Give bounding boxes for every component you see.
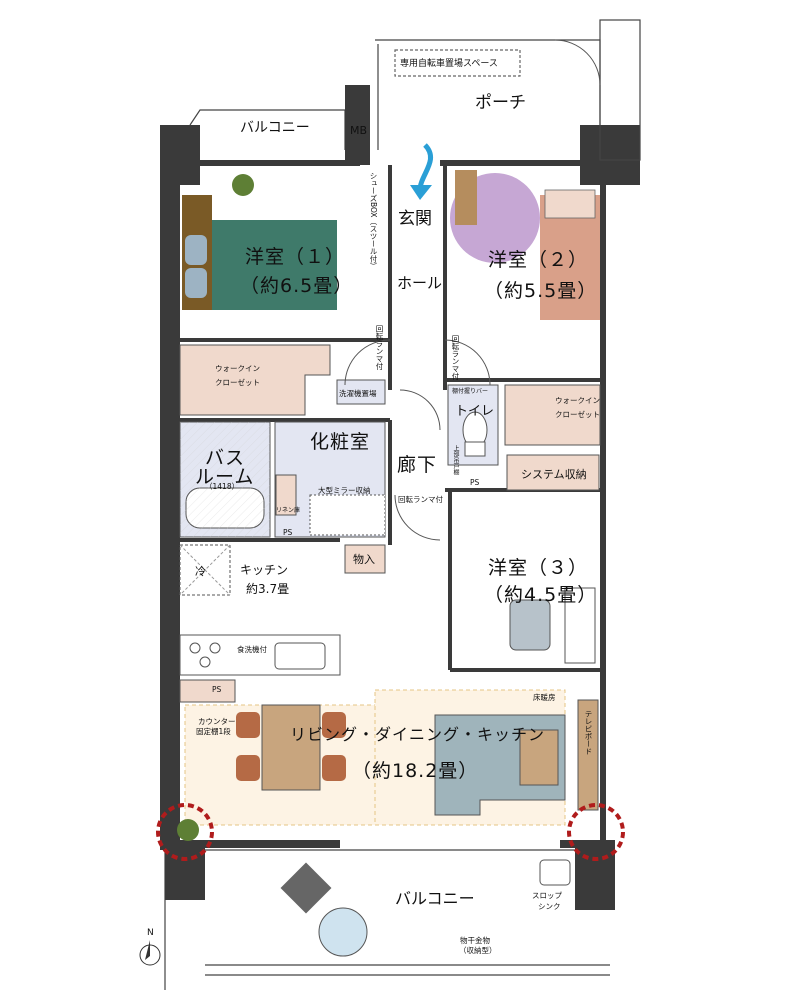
outer-walls [160, 19, 641, 910]
toilet-cab-label: 上部吊戸棚 [452, 445, 459, 475]
shoes-box-label: シューズBOX（スツール付） [369, 172, 378, 271]
tv-cab-label: テレビボード [584, 710, 593, 755]
ps1-label: PS [283, 528, 293, 537]
room1-size: （約6.5畳） [240, 275, 354, 297]
room3-desk [509, 587, 596, 664]
ps3-label: PS [212, 685, 222, 694]
wic2-label-b: クローゼット [555, 410, 600, 419]
tv-board [577, 699, 599, 811]
kitchen-label-a: キッチン [240, 563, 289, 577]
north-label: N [147, 928, 154, 938]
kitchen [179, 544, 341, 703]
slop-label-a: スロップ [532, 891, 562, 900]
wic1 [179, 344, 331, 416]
room2-furniture [450, 170, 600, 320]
hall-label: ホール [397, 274, 443, 292]
toilet-note: 棚付握りバー [452, 388, 489, 395]
bath-room [179, 421, 271, 538]
lamp1-label: 回転ランマ付 [375, 325, 384, 370]
entrance-arrow [410, 143, 434, 200]
balcony-top-label: バルコニー [240, 120, 310, 136]
corridor-label: 廊下 [397, 454, 438, 476]
north-arrow-icon [139, 940, 161, 966]
wic2-label-a: ウォークイン [555, 396, 600, 405]
mirror-label: 大型ミラー収納 [318, 486, 371, 495]
room2-name: 洋室（２） [488, 249, 589, 271]
vanity-label: 化粧室 [310, 431, 371, 453]
porch-label: ポーチ [475, 93, 526, 113]
ldk-name: リビング・ダイニング・キッチン [290, 725, 546, 744]
counter-label-b: 固定棚1段 [196, 727, 231, 736]
system-label: システム収納 [521, 468, 587, 481]
counter-label-a: カウンター [198, 717, 236, 726]
highlight-circles [156, 803, 625, 861]
hanger-label-b: （収納型） [459, 946, 497, 955]
vanity-room [274, 421, 386, 538]
fridge-label: 冷 [195, 565, 206, 578]
interior-walls [180, 165, 600, 672]
kitchen-label-b: 約3.7畳 [246, 582, 290, 596]
system-storage [506, 454, 600, 491]
balcony-bottom-label: バルコニー [395, 889, 475, 908]
bath-label-b: ルーム [195, 466, 255, 488]
slop-label-b: シンク [538, 902, 561, 911]
room3-name: 洋室（３） [488, 557, 589, 579]
bicycle-label: 専用自転車置場スペース [400, 59, 498, 69]
linen-label: リネン庫 [276, 507, 301, 514]
floor-heat-label: 床暖房 [533, 693, 556, 702]
toilet-label: トイレ [455, 404, 495, 419]
bath-label-a: バス [205, 447, 246, 469]
plant-top [232, 174, 254, 196]
balcony-furniture [280, 859, 571, 957]
room1-name: 洋室（１） [245, 246, 346, 268]
dishwasher-label: 食洗機付 [237, 645, 267, 654]
laundry-label: 洗濯機置場 [339, 389, 377, 398]
wic1-label-b: クローゼット [215, 378, 260, 387]
lamp2-label: 回転ランマ付 [451, 335, 460, 380]
room1-bed [182, 195, 337, 310]
mb-label: MB [350, 124, 368, 137]
wic2 [504, 384, 601, 446]
ps2-label: PS [470, 478, 480, 487]
door-swings [344, 39, 601, 541]
hanger-label-a: 物干金物 [460, 936, 490, 945]
genkan-label: 玄関 [398, 209, 432, 229]
storage-mono [344, 544, 386, 574]
room3-size: （約4.5畳） [484, 584, 598, 606]
wic1-label-a: ウォークイン [215, 364, 260, 373]
ldk-size: （約18.2畳） [352, 760, 479, 782]
dining-set [236, 704, 346, 791]
lamp3-label: 回転ランマ付 [398, 495, 443, 504]
storage-label: 物入 [353, 553, 375, 566]
toilet-room [447, 384, 499, 466]
plant-bottom [177, 819, 199, 841]
sofa [434, 714, 566, 816]
room2-size: （約5.5畳） [484, 280, 598, 302]
bath-size: （1418） [205, 482, 240, 491]
